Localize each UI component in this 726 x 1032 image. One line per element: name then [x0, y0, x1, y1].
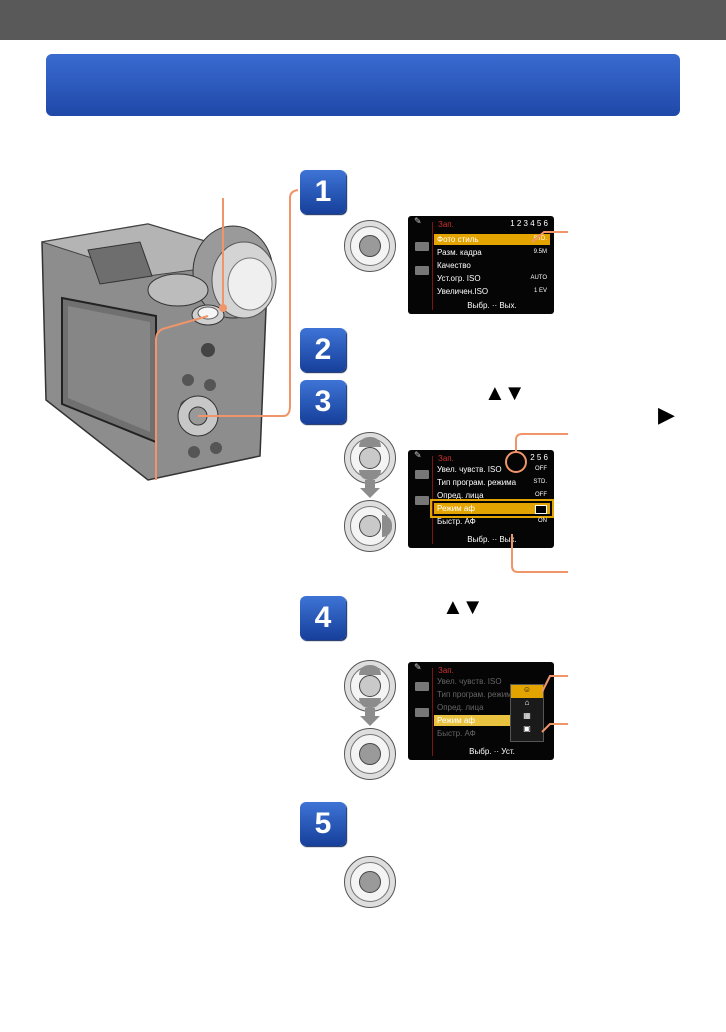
step-1-badge: 1 — [300, 170, 346, 214]
callout-line-2 — [505, 433, 568, 573]
top-bar — [0, 0, 726, 40]
callout-line-3 — [541, 675, 568, 733]
step-3-badge: 3 — [300, 380, 346, 424]
screen-3-row: Опред. лица — [437, 703, 484, 712]
screen-2-footer: Выбр. ·· Вых. — [467, 535, 517, 544]
dpad-center-press-3 — [344, 856, 396, 908]
down-arrow-icon-2 — [360, 716, 380, 726]
screen-3-row: Увел. чувств. ISO — [437, 677, 502, 686]
dpad-center-press-2 — [344, 728, 396, 780]
screen-1-row: Качество — [437, 261, 471, 270]
screen-2-pages: 2 5 6 — [530, 453, 548, 462]
right-arrow-icon: ▶ — [658, 402, 675, 427]
callout-line-1 — [531, 231, 568, 243]
dpad-updown-2 — [344, 660, 396, 712]
screen-3-row: Тип програм. режима — [437, 690, 517, 699]
screen-1-footer: Выбр. ·· Вых. — [467, 301, 517, 310]
step-5-badge: 5 — [300, 802, 346, 846]
screen-1-header: Зап. — [438, 220, 454, 229]
section-banner — [46, 54, 680, 116]
screen-3-header: Зап. — [438, 666, 454, 675]
updown-arrows-icon-2: ▲▼ — [442, 594, 484, 619]
dpad-center-press — [344, 220, 396, 272]
screen-2-row: Режим аф — [430, 499, 554, 518]
menu-screen-3: ✎ Зап. Увел. чувств. ISO Тип програм. ре… — [408, 662, 554, 760]
screen-1-pages: 1 2 3 4 5 6 — [510, 219, 548, 228]
dpad-updown — [344, 432, 396, 484]
down-arrow-icon — [360, 488, 380, 498]
dpad-right — [344, 500, 396, 552]
screen-2-header: Зап. — [438, 454, 454, 463]
step-4-badge: 4 — [300, 596, 346, 640]
screen-3-footer: Выбр. ·· Уст. — [469, 747, 515, 756]
down-arrow-shaft — [365, 480, 375, 488]
step-2-badge: 2 — [300, 328, 346, 372]
af-mode-submenu: ☺ ⌂ ▦ ▣ — [510, 684, 544, 742]
screen-3-row: Быстр. АФ — [437, 729, 476, 738]
updown-arrows-icon: ▲▼ — [484, 380, 526, 405]
camera-illustration — [41, 189, 298, 481]
down-arrow-shaft-2 — [365, 708, 375, 716]
screen-3-row: Режим аф — [434, 715, 510, 726]
